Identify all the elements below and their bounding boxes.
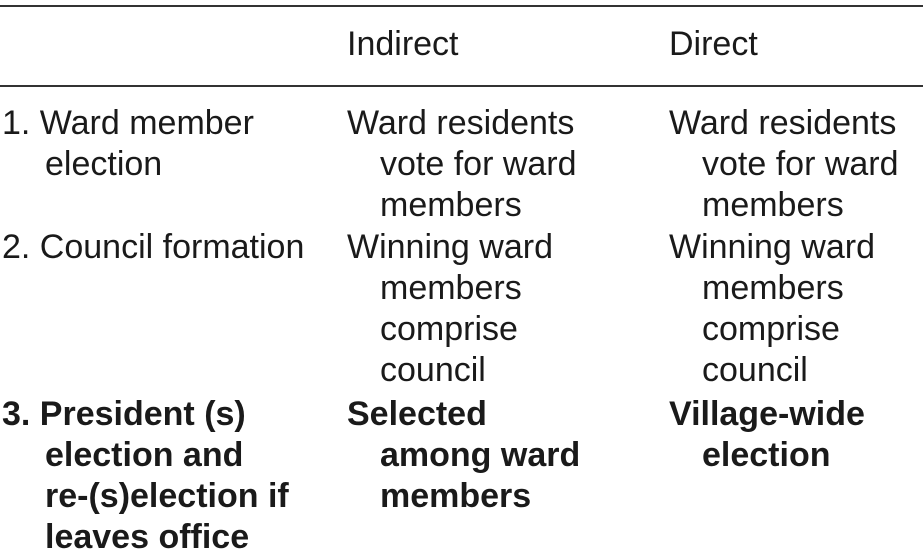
cell-line: vote for ward bbox=[380, 145, 577, 183]
cell-line: members bbox=[702, 186, 844, 224]
cell-line: Winning ward bbox=[669, 228, 875, 266]
cell-line: among ward bbox=[380, 436, 581, 474]
cell-line: election bbox=[702, 436, 831, 474]
cell-line: council bbox=[380, 351, 486, 389]
table-top-rule bbox=[0, 5, 923, 7]
header-indirect: Indirect bbox=[347, 25, 459, 63]
cell-line: 1. Ward member bbox=[2, 104, 254, 142]
table-row-3-step: 3. President (s) election and re-(s)elec… bbox=[2, 394, 289, 558]
cell-line: Ward residents bbox=[669, 104, 897, 142]
cell-line: members bbox=[702, 269, 844, 307]
cell-line: vote for ward bbox=[702, 145, 899, 183]
table-row-2-direct: Winning ward members comprise council bbox=[669, 227, 875, 391]
cell-line: Ward residents bbox=[347, 104, 575, 142]
header-direct: Direct bbox=[669, 25, 758, 63]
table-row-1-indirect: Ward residents vote for ward members bbox=[347, 103, 577, 226]
cell-line: members bbox=[380, 477, 532, 515]
table-row-2-indirect: Winning ward members comprise council bbox=[347, 227, 553, 391]
table-row-3-direct: Village-wide election bbox=[669, 394, 865, 476]
cell-line: members bbox=[380, 269, 522, 307]
table-row-1-direct: Ward residents vote for ward members bbox=[669, 103, 899, 226]
table-row-3-indirect: Selected among ward members bbox=[347, 394, 580, 517]
table-row-1-step: 1. Ward member election bbox=[2, 103, 254, 185]
cell-line: comprise bbox=[380, 310, 518, 348]
cell-line: leaves office bbox=[45, 518, 250, 556]
cell-line: election and bbox=[45, 436, 244, 474]
table-header-rule bbox=[0, 85, 923, 87]
cell-line: Winning ward bbox=[347, 228, 553, 266]
table-row-2-step: 2. Council formation bbox=[2, 227, 304, 268]
cell-line: council bbox=[702, 351, 808, 389]
cell-line: Village-wide bbox=[669, 395, 865, 433]
cell-line: re-(s)election if bbox=[45, 477, 289, 515]
cell-line: members bbox=[380, 186, 522, 224]
cell-line: 3. President (s) bbox=[2, 395, 246, 433]
cell-line: election bbox=[45, 145, 163, 183]
cell-line: 2. Council formation bbox=[2, 228, 305, 266]
cell-line: Selected bbox=[347, 395, 487, 433]
cell-line: comprise bbox=[702, 310, 840, 348]
